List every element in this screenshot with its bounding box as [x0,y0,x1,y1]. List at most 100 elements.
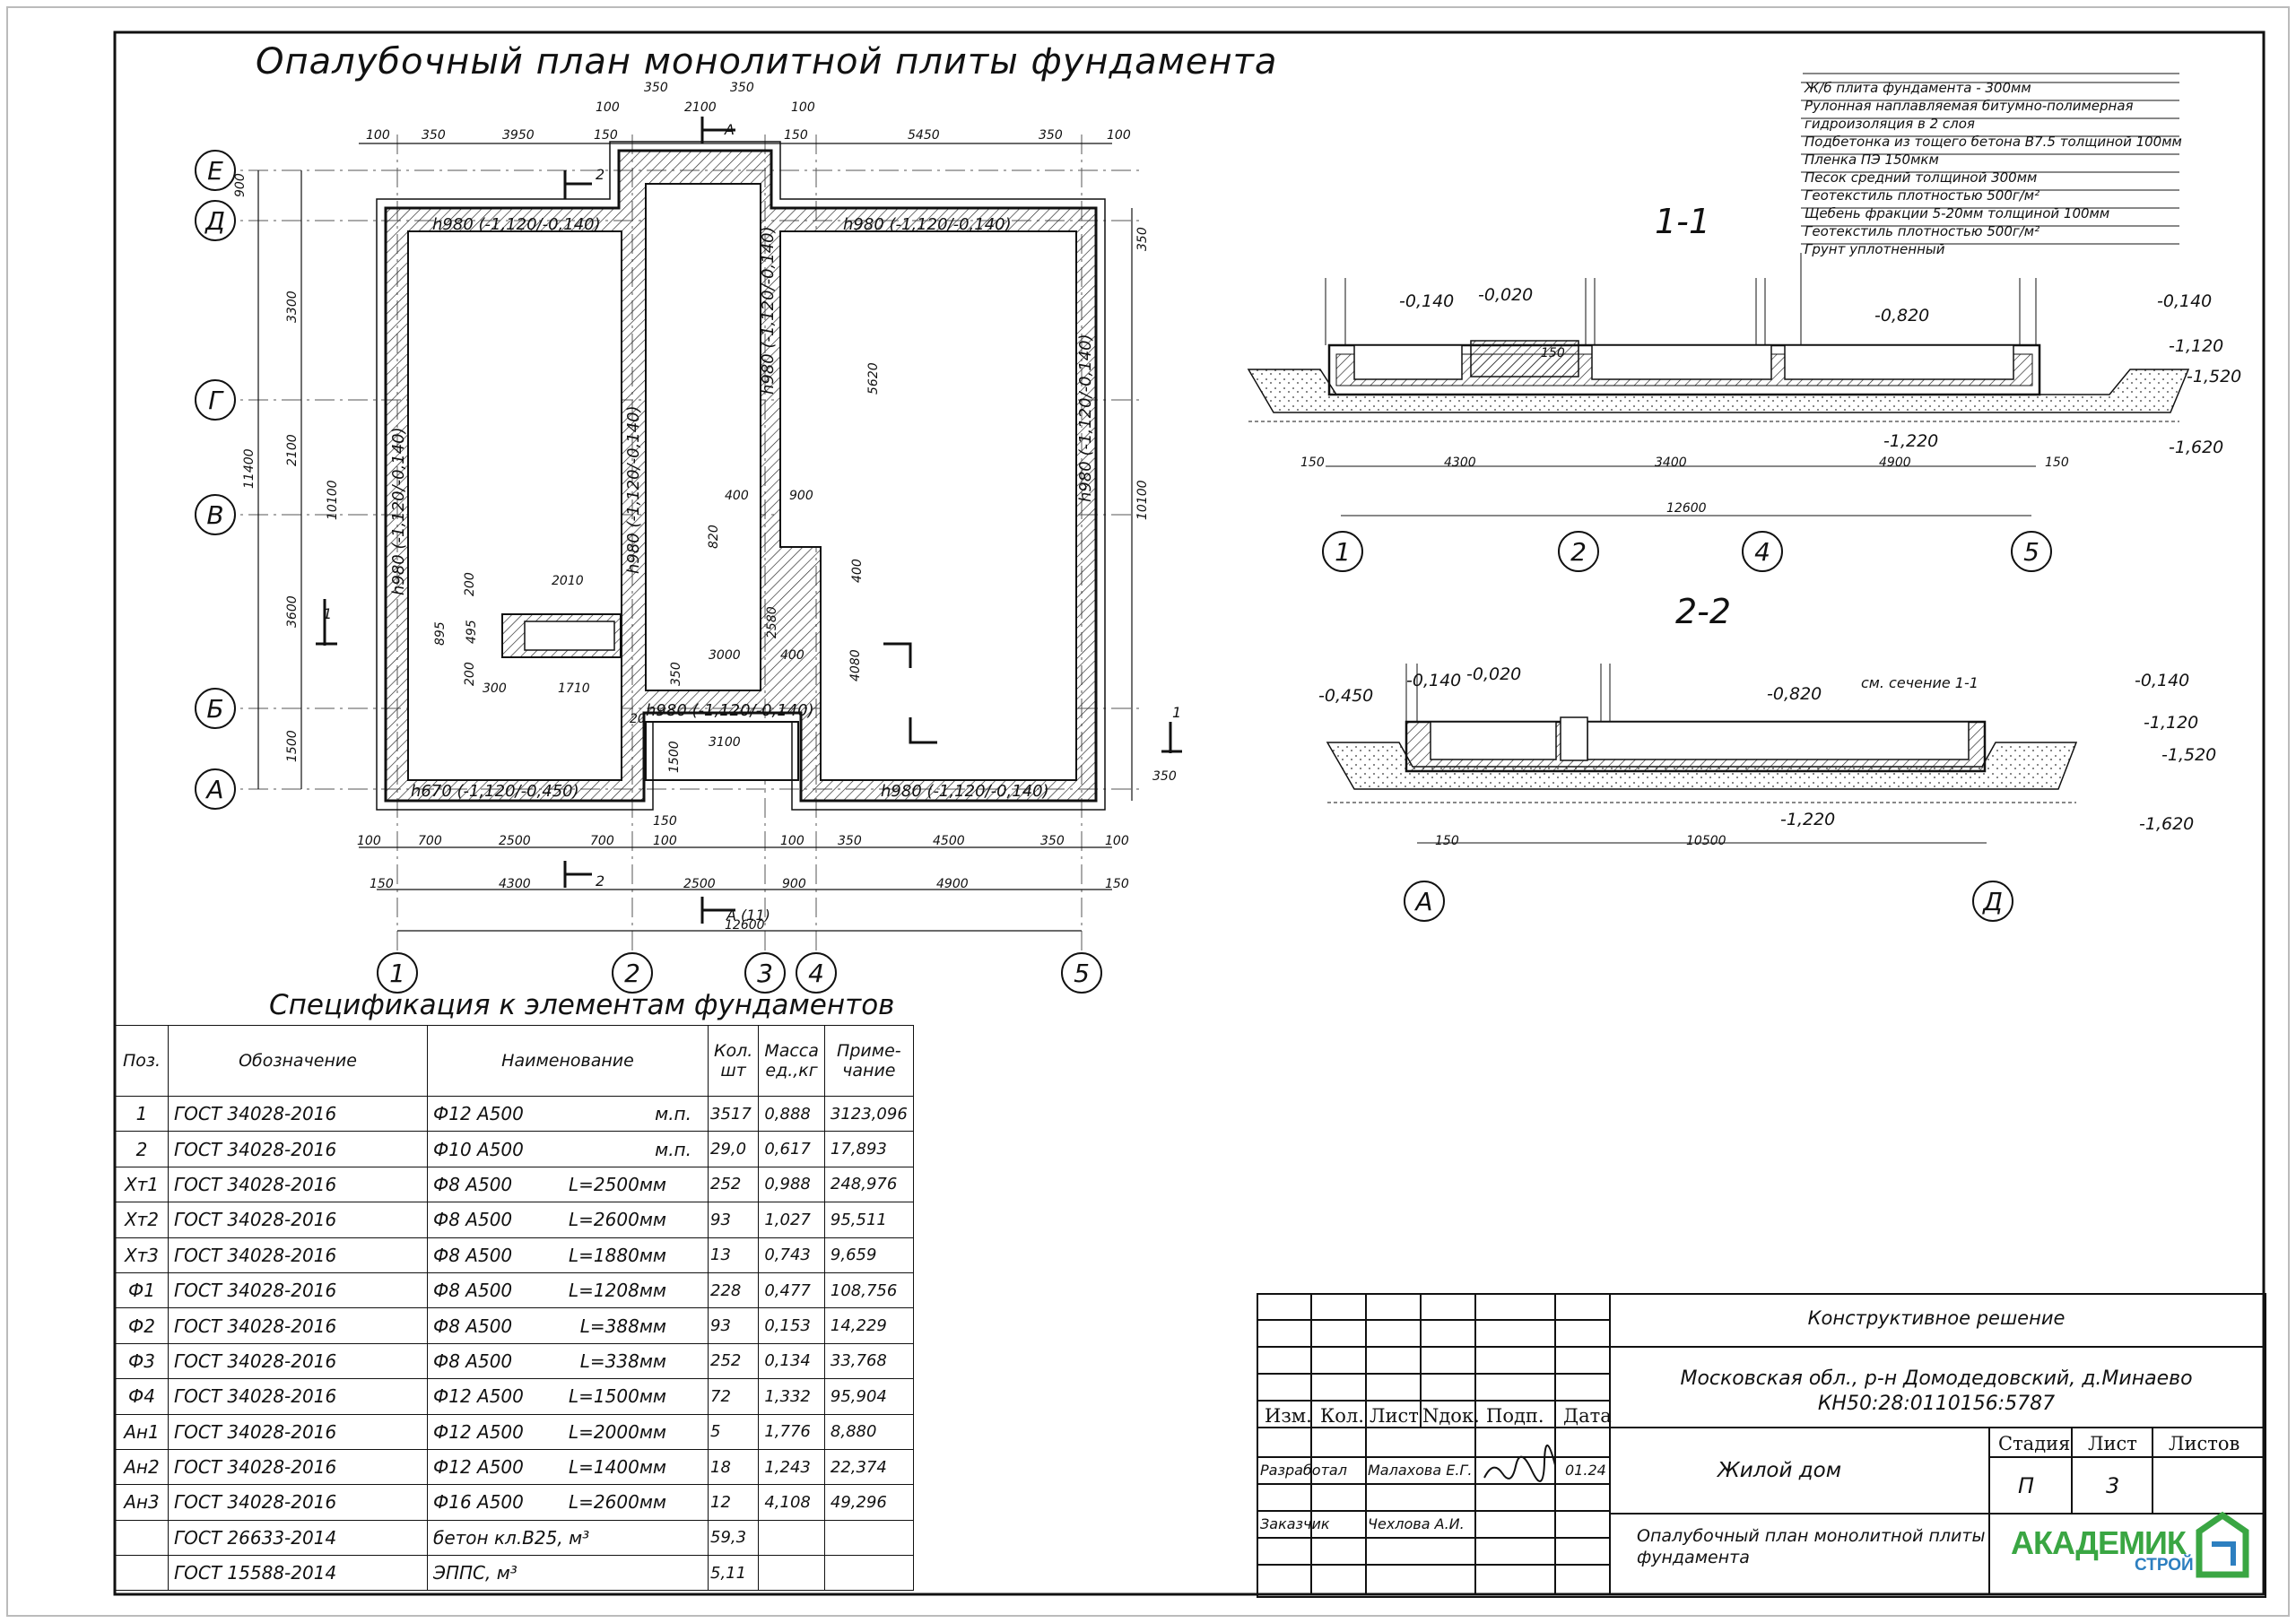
tb-col-podp: Подп. [1486,1405,1544,1427]
dim-text: 150 [1105,877,1129,891]
level-mark: -0,020 [1478,285,1533,305]
rib-label: h670 (-1,120/-0,450) [411,782,579,801]
table-cell-note: 95,511 [823,1202,914,1238]
dim-text: 3950 [502,128,535,143]
axis-label: 1 [389,959,405,988]
rib-label: h980 (-1,120/-0,140) [646,701,814,720]
section-mark-label: А [724,121,735,138]
table-cell-name: Ф8 А500 L=2500мм [427,1166,709,1203]
table-cell-pos [115,1555,169,1592]
drawing-name-2: фундамента [1637,1548,1750,1567]
dim-text: 4900 [936,877,969,891]
dim-text: 100 [1105,834,1129,848]
rebar-name: Ф8 А500 [433,1315,513,1337]
dim-text: 400 [780,648,804,663]
table-cell-doc: ГОСТ 34028-2016 [168,1448,428,1486]
sheet-value: 3 [2106,1473,2120,1498]
dim-text: 11400 [242,448,257,489]
rebar-name: Ф12 А500 [433,1420,524,1443]
rebar-name: Ф8 А500 [433,1209,513,1231]
dim-text: 350 [838,834,862,848]
level-mark: -1,520 [2187,367,2241,386]
table-cell-name: ЭППС, м³ [427,1555,709,1592]
level-mark: -0,140 [2135,671,2189,690]
rebar-name: Ф8 А500 [433,1173,513,1195]
table-cell-qty: 12 [707,1484,760,1521]
section-mark-label: 1 [1172,704,1181,721]
title-block-grid [1257,1293,2263,1594]
col-header: Масса ед.,кг [758,1025,825,1097]
axis-label: Г [208,386,224,415]
dim-text: 350 [1152,769,1177,784]
table-cell-qty: 252 [707,1342,760,1380]
table-cell-doc: ГОСТ 34028-2016 [168,1095,428,1133]
dim-text: 20 [630,712,646,726]
dim-text: 150 [784,128,808,143]
dim-text: 820 [707,525,721,549]
dim-text: 4900 [1879,456,1911,470]
table-cell-qty: 3517 [707,1095,760,1133]
rebar-length: L=338мм [579,1350,666,1372]
dim-text: 4300 [499,877,531,891]
tb-col-ndok: Nдок. [1422,1405,1480,1427]
level-mark: -0,820 [1874,306,1929,325]
table-cell-qty: 93 [707,1202,760,1238]
dim-text: 150 [594,128,618,143]
table-cell-note: 14,229 [823,1307,914,1344]
dim-text: 150 [1435,834,1459,848]
table-cell-note [823,1519,914,1557]
level-mark: -1,120 [2169,336,2223,356]
dim-text: 700 [418,834,442,848]
level-mark: -1,120 [2144,713,2198,733]
table-cell-doc: ГОСТ 26633-2014 [168,1519,428,1557]
table-cell-mass: 0,617 [758,1131,825,1167]
table-cell-doc: ГОСТ 34028-2016 [168,1307,428,1344]
axis-label: 1 [1335,537,1351,567]
dim-text: 100 [1107,128,1131,143]
rib-label: h980 (-1,120/-0,140) [843,215,1012,234]
rebar-length: L=2500мм [569,1173,666,1195]
table-cell-pos: Хт2 [115,1202,169,1238]
tb-col-list: Лист [1370,1405,1419,1427]
rebar-length: L=2600мм [569,1491,666,1514]
layer-label: Геотекстиль плотностью 500г/м² [1805,223,2039,239]
dim-text: 10500 [1686,834,1726,848]
section-name: Конструктивное решение [1807,1307,2066,1329]
dim-text: 4300 [1444,456,1476,470]
rebar-name: Ф16 А500 [433,1491,524,1514]
tb-col-kol: Кол. [1320,1405,1364,1427]
dim-text: 1500 [667,741,682,773]
developed-name: Малахова Е.Г. [1368,1462,1473,1479]
level-mark: -0,450 [1318,686,1373,706]
dim-text: 900 [789,489,813,503]
logo-text: АКАДЕМИК [2011,1524,2187,1561]
rebar-length: м.п. [655,1138,691,1160]
section-note: см. сечение 1-1 [1861,674,1979,691]
rebar-length: L=2600мм [569,1209,666,1231]
dim-text: 895 [433,621,448,646]
axis-label: Б [206,694,223,724]
table-cell-mass: 0,153 [758,1307,825,1344]
customer-name: Чехлова А.И. [1368,1515,1465,1532]
dim-text: 2010 [552,574,584,588]
table-cell-doc: ГОСТ 34028-2016 [168,1378,428,1415]
layer-label: Грунт уплотненный [1805,241,1945,257]
table-cell-mass [758,1555,825,1592]
table-cell-doc: ГОСТ 34028-2016 [168,1131,428,1167]
section-2-2: 2-2 -0,450 -0,140 -0,020 -0,820 -0,140 -… [1318,592,2216,922]
table-cell-qty: 5,11 [707,1555,760,1592]
sheet-label: Лист [2088,1433,2137,1454]
dim-text: 2500 [499,834,531,848]
